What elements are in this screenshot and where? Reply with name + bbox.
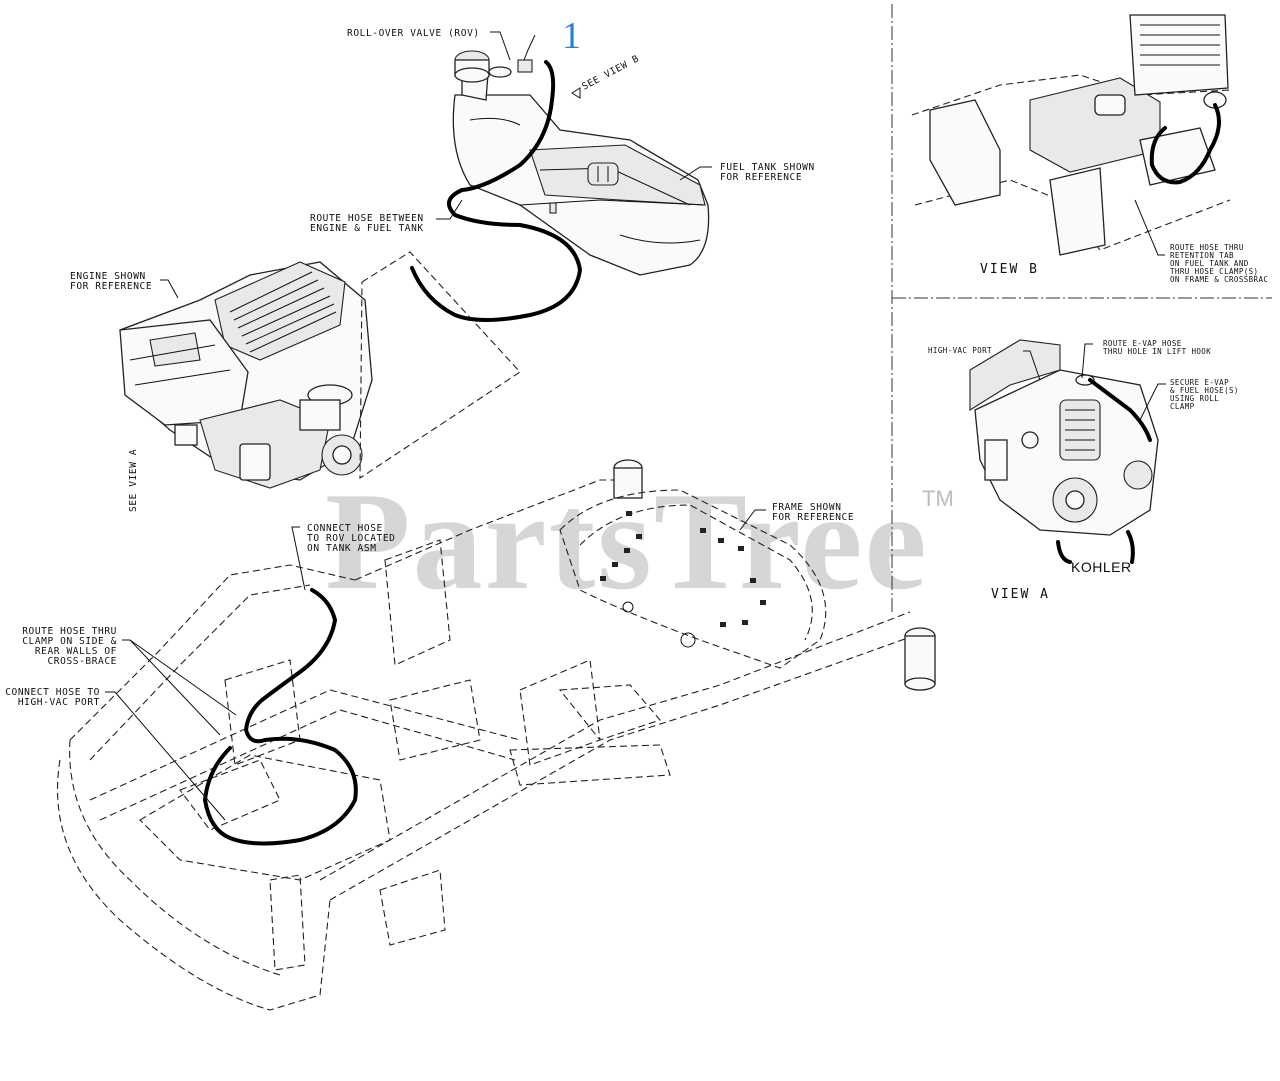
view-a-high-vac-port: HIGH-VAC PORT (928, 346, 992, 355)
label-rollover-valve: ROLL-OVER VALVE (ROV) (347, 28, 480, 39)
label-see-view-b: SEE VIEW B (580, 53, 641, 92)
view-b-title: VIEW B (980, 262, 1039, 277)
view-a-secure-evap-2: & FUEL HOSE(S) (1170, 386, 1239, 395)
label-connect-highvac-1: CONNECT HOSE TO (5, 687, 100, 698)
fuel-tank-drawing (452, 50, 710, 276)
see-view-b-arrow (571, 87, 581, 99)
label-fuel-tank-2: FOR REFERENCE (720, 172, 802, 183)
label-connect-highvac-2: HIGH-VAC PORT (18, 697, 100, 708)
view-b-drawing (911, 14, 1231, 256)
label-route-clamp-1: ROUTE HOSE THRU (22, 626, 117, 637)
callout-number[interactable]: 1 (562, 15, 581, 57)
fuel-hose-frame (203, 588, 358, 846)
view-a-brand: KOHLER (1071, 559, 1132, 575)
view-a-secure-evap-1: SECURE E-VAP (1170, 378, 1229, 387)
leader-lines (105, 31, 1166, 821)
view-a-secure-evap-3: USING ROLL (1170, 394, 1219, 403)
view-b-note-2: RETENTION TAB (1170, 251, 1234, 260)
view-a-secure-evap-4: CLAMP (1170, 402, 1195, 411)
label-engine-1: ENGINE SHOWN (70, 271, 146, 282)
view-b-note-3: ON FUEL TANK AND (1170, 259, 1249, 268)
label-route-clamp-2: CLAMP ON SIDE & (22, 636, 117, 647)
label-route-hose-1: ROUTE HOSE BETWEEN (310, 213, 424, 224)
watermark-trademark: TM (922, 486, 954, 511)
view-b-note-5: ON FRAME & CROSSBRAC (1170, 275, 1268, 284)
view-b-note-1: ROUTE HOSE THRU (1170, 243, 1244, 252)
label-engine-2: FOR REFERENCE (70, 281, 152, 292)
label-see-view-a: SEE VIEW A (128, 449, 139, 512)
view-b-note-4: THRU HOSE CLAMP(S) (1170, 267, 1258, 276)
view-b-hose (1149, 103, 1221, 185)
view-a-title: VIEW A (991, 587, 1050, 602)
label-fuel-tank-1: FUEL TANK SHOWN (720, 162, 815, 173)
reference-outline (359, 251, 521, 480)
label-connect-rov-2: TO ROV LOCATED (307, 533, 395, 544)
view-a-route-evap-2: THRU HOLE IN LIFT HOOK (1103, 347, 1211, 356)
engine-drawing (119, 261, 373, 489)
label-connect-rov-1: CONNECT HOSE (307, 523, 383, 534)
label-route-hose-2: ENGINE & FUEL TANK (310, 223, 424, 234)
view-a-drawing (969, 339, 1159, 536)
label-route-clamp-3: REAR WALLS OF (35, 646, 117, 657)
frame-drawing (57, 459, 936, 1011)
view-a-hose (1056, 378, 1152, 564)
fuel-hose-upper (410, 60, 582, 322)
label-frame-2: FOR REFERENCE (772, 512, 854, 523)
label-route-clamp-4: CROSS-BRACE (47, 656, 117, 667)
label-frame-1: FRAME SHOWN (772, 502, 842, 513)
view-a-route-evap-1: ROUTE E-VAP HOSE (1103, 339, 1182, 348)
label-connect-rov-3: ON TANK ASM (307, 543, 377, 554)
